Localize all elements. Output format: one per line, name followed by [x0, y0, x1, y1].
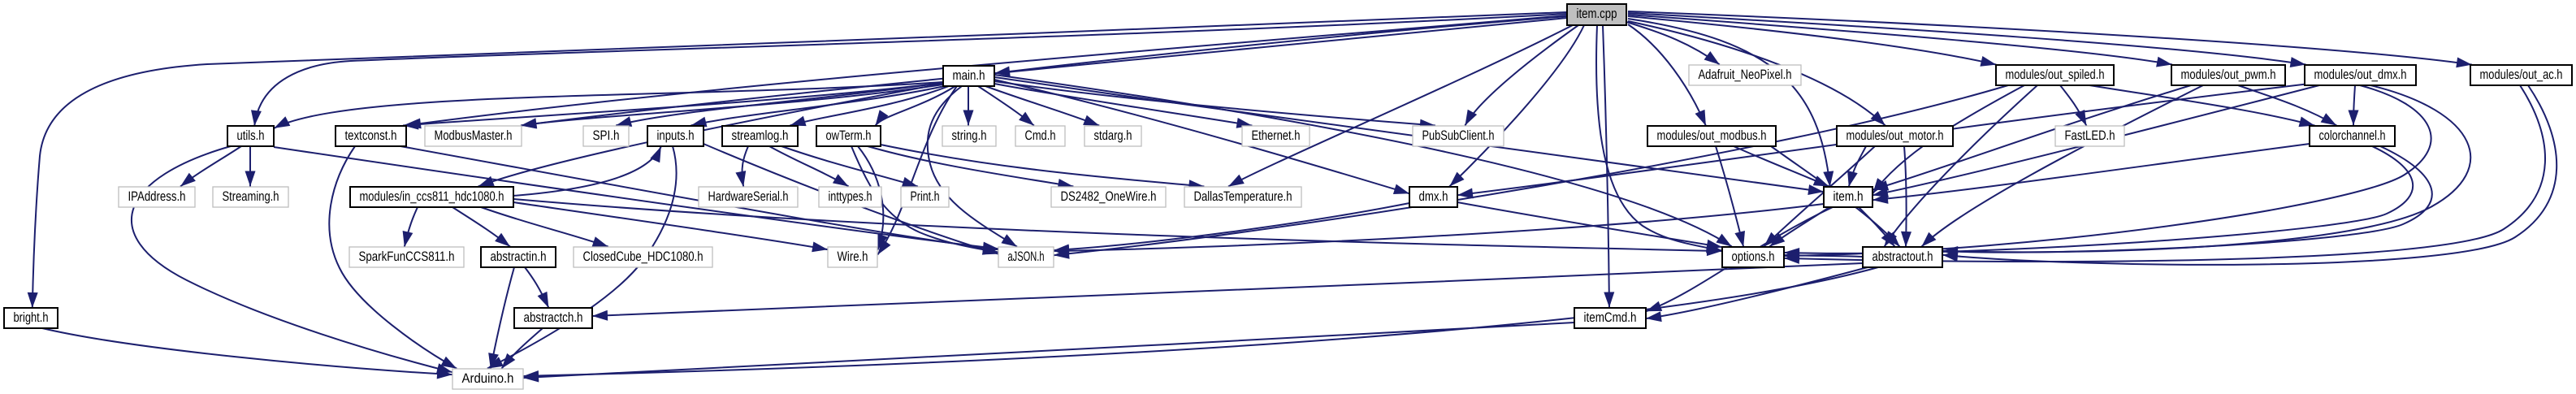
svg-text:dmx.h: dmx.h	[1419, 189, 1448, 204]
svg-text:modules/out_spiled.h: modules/out_spiled.h	[2006, 67, 2105, 82]
svg-text:modules/out_modbus.h: modules/out_modbus.h	[1657, 128, 1767, 143]
svg-text:abstractin.h: abstractin.h	[491, 249, 547, 264]
svg-text:Arduino.h: Arduino.h	[462, 371, 514, 386]
svg-text:modules/out_ac.h: modules/out_ac.h	[2480, 67, 2563, 82]
svg-text:IPAddress.h: IPAddress.h	[128, 189, 186, 204]
svg-text:modules/out_motor.h: modules/out_motor.h	[1846, 128, 1944, 143]
svg-text:Wire.h: Wire.h	[838, 249, 868, 264]
svg-text:modules/out_pwm.h: modules/out_pwm.h	[2181, 67, 2276, 82]
svg-text:textconst.h: textconst.h	[345, 128, 397, 143]
svg-text:owTerm.h: owTerm.h	[826, 128, 872, 143]
svg-text:string.h: string.h	[952, 128, 987, 143]
svg-text:abstractout.h: abstractout.h	[1872, 249, 1933, 264]
svg-text:SparkFunCCS811.h: SparkFunCCS811.h	[359, 249, 455, 264]
svg-text:SPI.h: SPI.h	[593, 128, 620, 143]
svg-text:ModbusMaster.h: ModbusMaster.h	[435, 128, 513, 143]
svg-text:Adafruit_NeoPixel.h: Adafruit_NeoPixel.h	[1699, 67, 1792, 82]
svg-text:DallasTemperature.h: DallasTemperature.h	[1194, 189, 1292, 204]
svg-text:Ethernet.h: Ethernet.h	[1252, 128, 1301, 143]
svg-text:aJSON.h: aJSON.h	[1008, 249, 1045, 264]
svg-text:PubSubClient.h: PubSubClient.h	[1422, 128, 1495, 143]
svg-text:Print.h: Print.h	[911, 189, 940, 204]
svg-text:options.h: options.h	[1732, 249, 1775, 264]
svg-text:item.h: item.h	[1834, 189, 1864, 204]
svg-text:ClosedCube_HDC1080.h: ClosedCube_HDC1080.h	[583, 249, 704, 264]
svg-text:FastLED.h: FastLED.h	[2065, 128, 2115, 143]
svg-text:HardwareSerial.h: HardwareSerial.h	[708, 189, 789, 204]
svg-text:utils.h: utils.h	[237, 128, 265, 143]
svg-text:abstractch.h: abstractch.h	[524, 310, 583, 325]
svg-text:streamlog.h: streamlog.h	[732, 128, 789, 143]
svg-text:Cmd.h: Cmd.h	[1025, 128, 1056, 143]
svg-text:modules/in_ccs811_hdc1080.h: modules/in_ccs811_hdc1080.h	[360, 189, 504, 204]
svg-text:Streaming.h: Streaming.h	[223, 189, 279, 204]
svg-text:itemCmd.h: itemCmd.h	[1584, 310, 1637, 325]
svg-text:main.h: main.h	[953, 68, 985, 83]
svg-text:DS2482_OneWire.h: DS2482_OneWire.h	[1061, 189, 1157, 204]
svg-text:inttypes.h: inttypes.h	[829, 189, 872, 204]
svg-text:colorchannel.h: colorchannel.h	[2319, 128, 2386, 143]
svg-text:stdarg.h: stdarg.h	[1094, 128, 1132, 143]
svg-text:modules/out_dmx.h: modules/out_dmx.h	[2314, 67, 2407, 82]
svg-text:item.cpp: item.cpp	[1577, 6, 1617, 21]
svg-text:bright.h: bright.h	[14, 310, 49, 325]
svg-text:inputs.h: inputs.h	[657, 128, 695, 143]
